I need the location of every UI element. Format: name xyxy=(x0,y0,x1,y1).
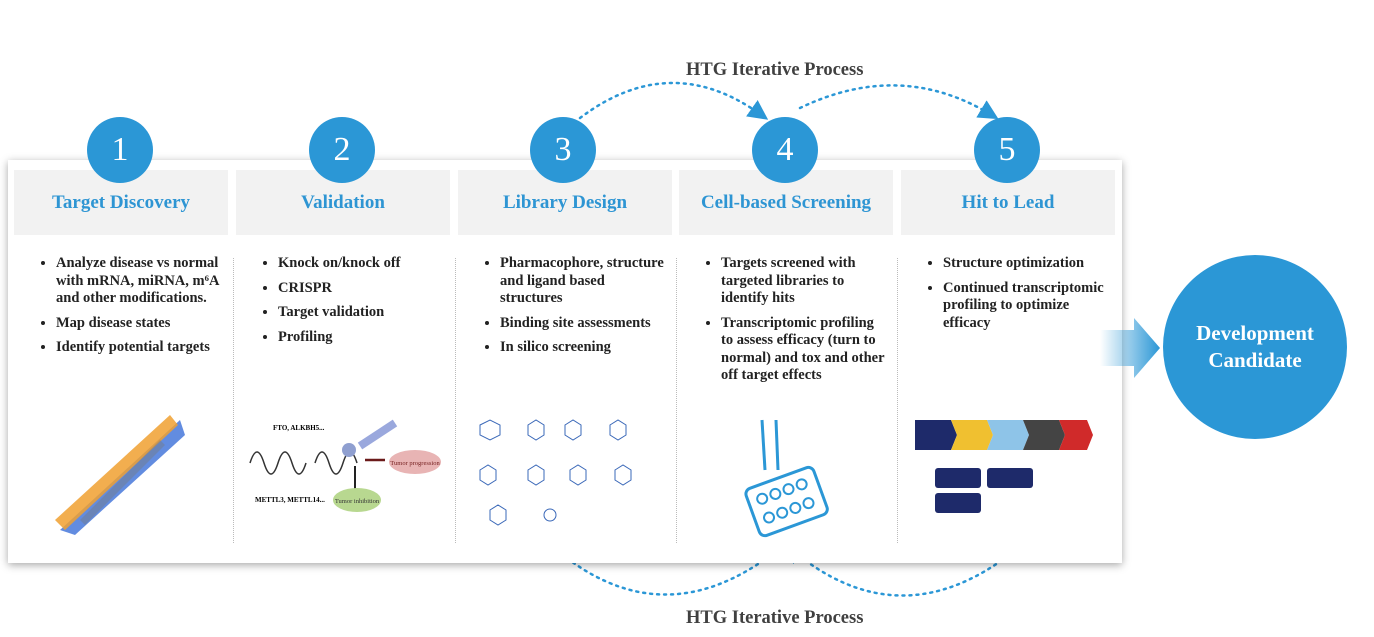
arrow-4-to-5 xyxy=(798,84,999,120)
top-iterative-title: HTG Iterative Process xyxy=(686,60,864,80)
step-title: Cell-based Screening xyxy=(679,170,893,235)
step-title: Validation xyxy=(236,170,450,235)
bullet: Identify potential targets xyxy=(56,339,222,357)
step-number-4: 4 xyxy=(752,117,818,183)
bullet: Continued transcriptomic profiling to op… xyxy=(943,280,1109,333)
bullet: Transcriptomic profiling to assess effic… xyxy=(721,315,887,385)
bullet: Pharmacophore, structure and ligand base… xyxy=(500,255,666,308)
step-number-1: 1 xyxy=(87,117,153,183)
bullet: Structure optimization xyxy=(943,255,1109,273)
arrow-3-to-4 xyxy=(578,81,769,120)
step-target-discovery: Target Discovery Analyze disease vs norm… xyxy=(14,170,228,364)
step-cell-based-screening: Cell-based Screening Targets screened wi… xyxy=(679,170,893,392)
step-number-2: 2 xyxy=(309,117,375,183)
svg-text:Tumor progression: Tumor progression xyxy=(390,460,440,467)
bullet: Targets screened with targeted libraries… xyxy=(721,255,887,308)
candidate-line2: Candidate xyxy=(1208,348,1302,372)
svg-text:METTL3, METTL14...: METTL3, METTL14... xyxy=(255,496,325,504)
well-plate-image xyxy=(744,419,829,538)
drug-discovery-pipeline-image xyxy=(915,420,1093,513)
step-number-3: 3 xyxy=(530,117,596,183)
bullet: Analyze disease vs normal with mRNA, miR… xyxy=(56,255,222,308)
bullet: Target validation xyxy=(278,304,444,322)
bottom-iterative-title: HTG Iterative Process xyxy=(686,608,864,628)
bullet: Binding site assessments xyxy=(500,315,666,333)
step-library-design: Library Design Pharmacophore, structure … xyxy=(458,170,672,364)
svg-text:FTO, ALKBH5...: FTO, ALKBH5... xyxy=(273,424,325,432)
svg-text:Tumor inhibition: Tumor inhibition xyxy=(335,498,380,505)
bullet: Knock on/knock off xyxy=(278,255,444,273)
arrow-to-candidate-icon xyxy=(1100,318,1160,378)
candidate-line1: Development xyxy=(1196,321,1314,345)
arrow-4-to-3 xyxy=(544,539,777,596)
step-number-5: 5 xyxy=(974,117,1040,183)
arrow-5-to-4 xyxy=(784,543,1015,597)
step-validation: Validation Knock on/knock offCRISPR Targe… xyxy=(236,170,450,353)
bullet: In silico screening xyxy=(500,339,666,357)
bullet: Map disease states xyxy=(56,315,222,333)
molecule-structures-image xyxy=(479,419,632,526)
step-hit-to-lead: Hit to Lead Structure optimizationContin… xyxy=(901,170,1115,339)
bullet: Profiling xyxy=(278,329,444,347)
bullet: CRISPR xyxy=(278,280,444,298)
scatter-plot-image xyxy=(55,415,185,535)
m6a-regulation-image: FTO, ALKBH5... METTL3, METTL14... Tumor … xyxy=(249,419,441,512)
